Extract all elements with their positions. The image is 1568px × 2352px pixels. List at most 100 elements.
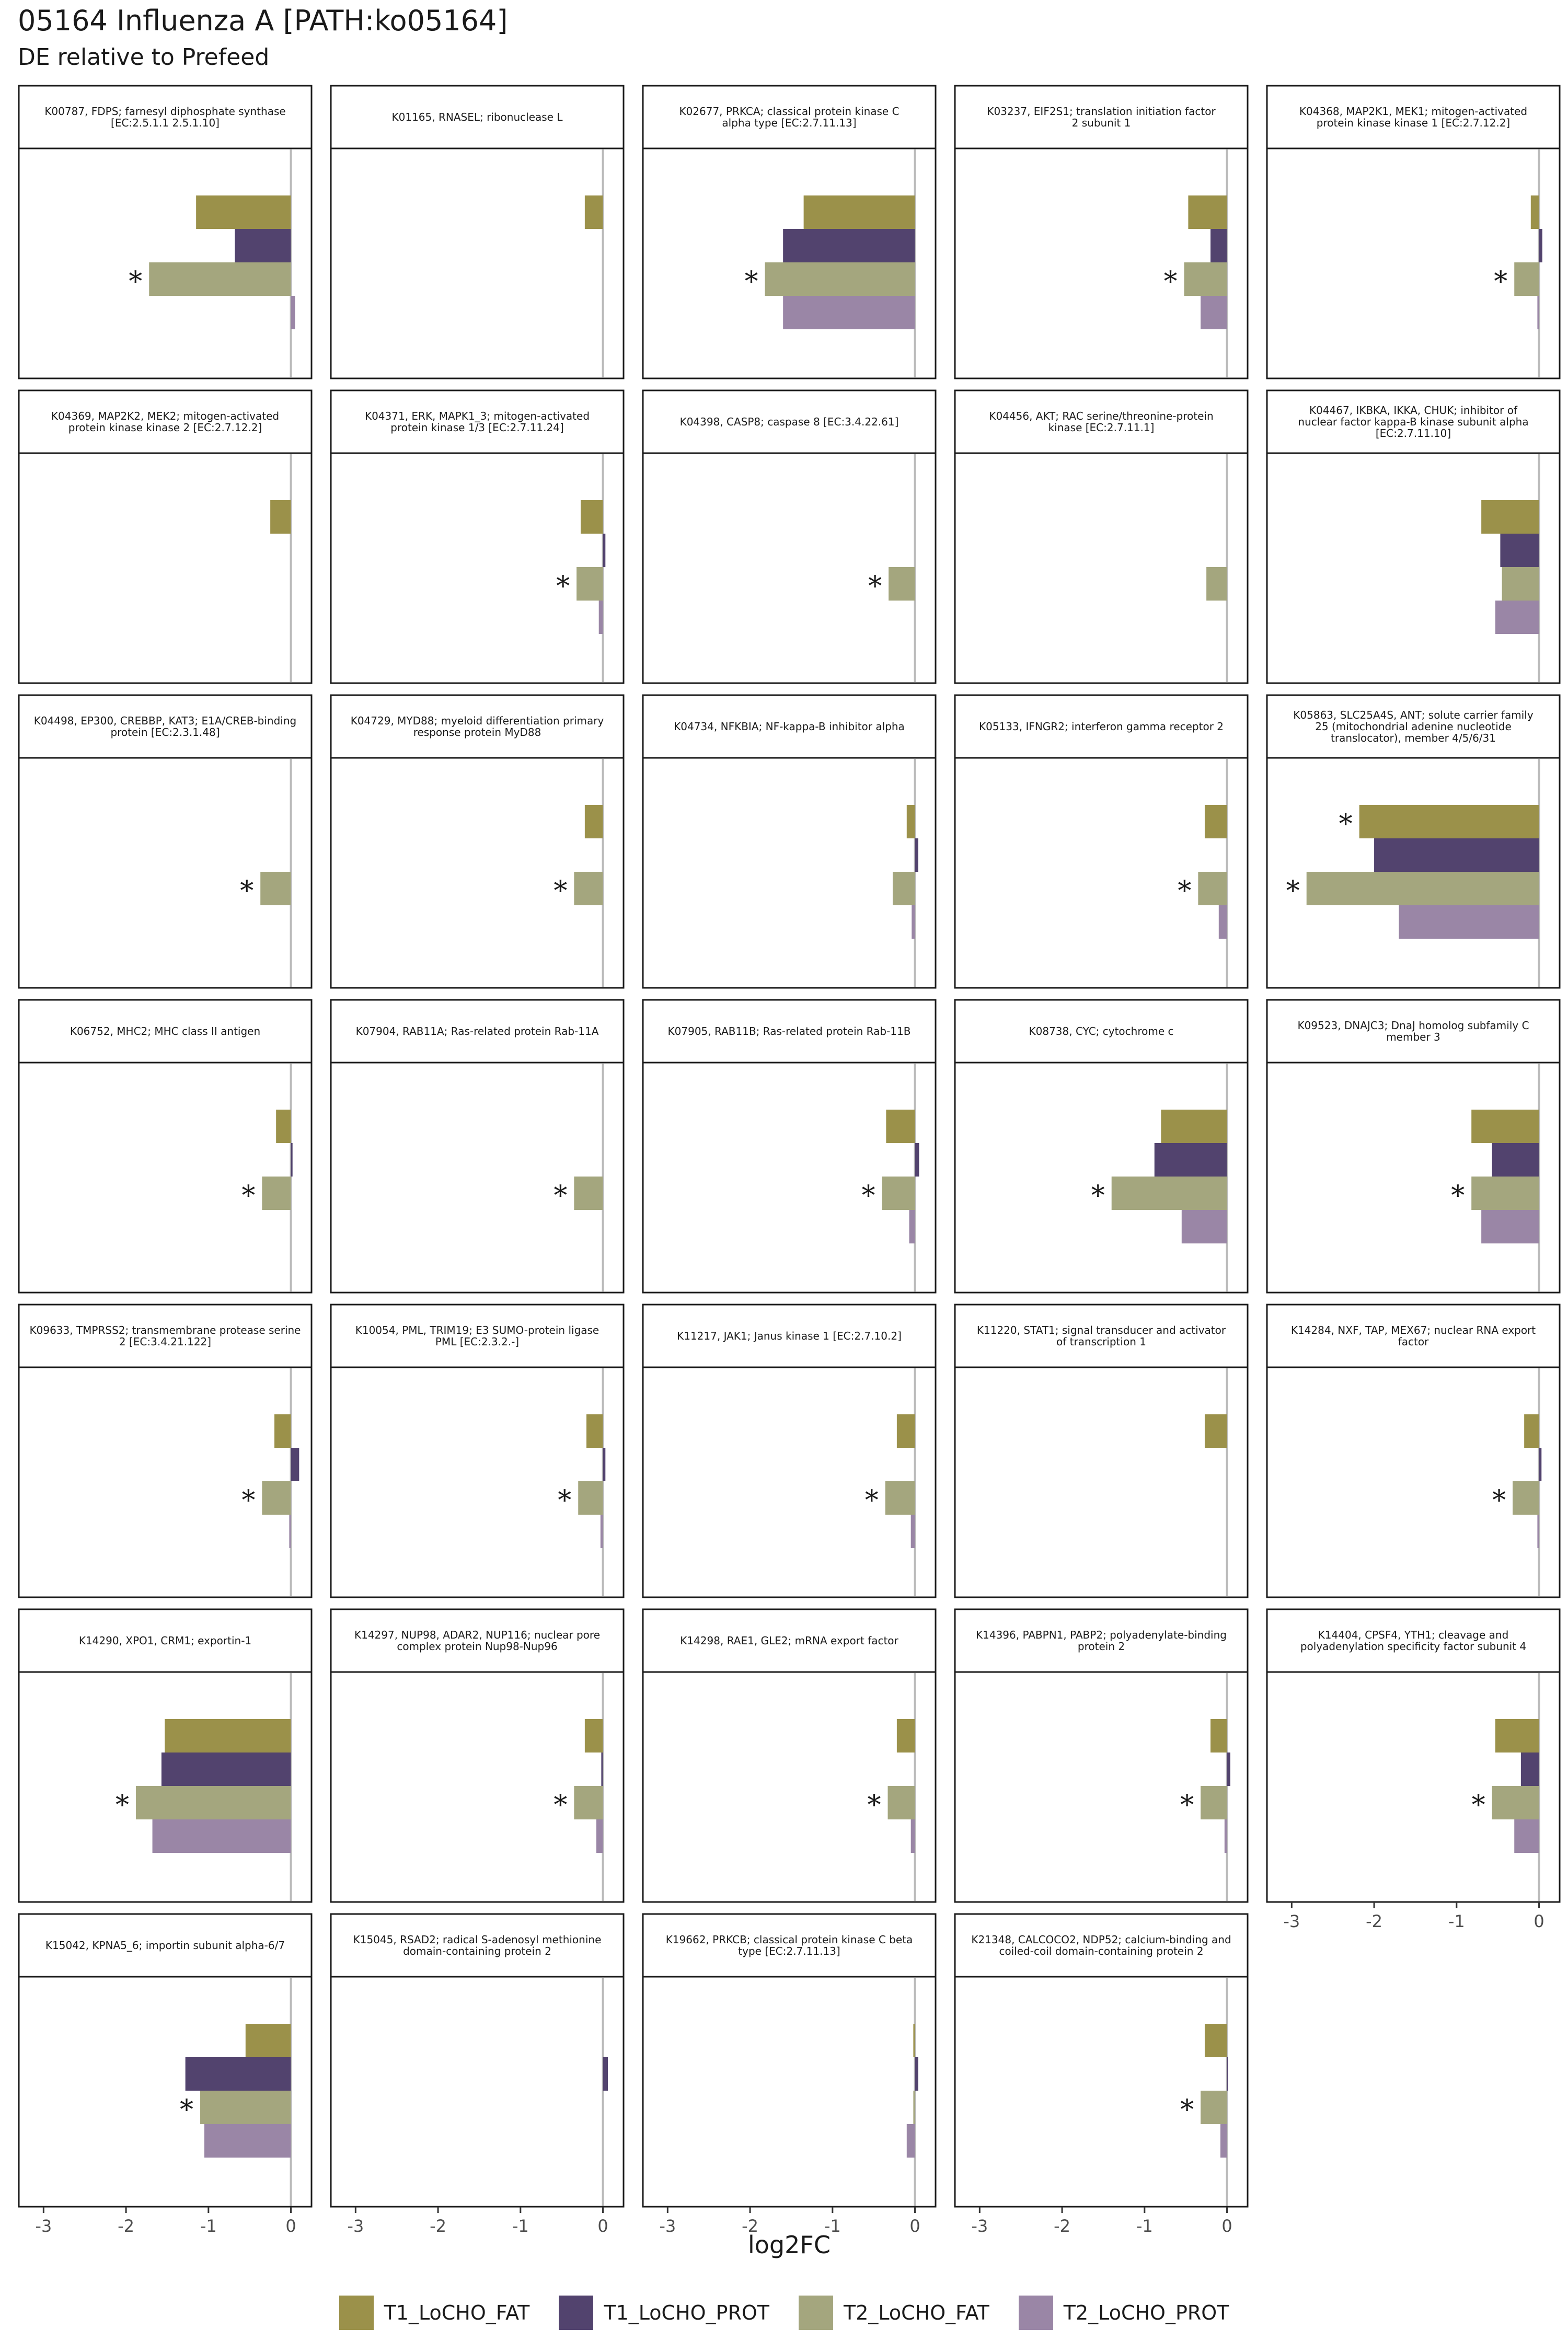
facet-label: K14298, RAE1, GLE2; mRNA export factor — [680, 1634, 898, 1647]
facet-panel: K14396, PABPN1, PABP2; polyadenylate-bin… — [954, 1608, 1249, 1903]
bar-t1_locho_fat — [913, 2024, 915, 2057]
page-title: 05164 Influenza A [PATH:ko05164] — [18, 4, 508, 37]
bar-t1_locho_prot — [603, 534, 606, 567]
significance-marker: * — [1180, 1790, 1194, 1821]
bar-t2_locho_prot — [912, 905, 915, 939]
facet-label-line: K02677, PRKCA; classical protein kinase … — [679, 105, 899, 118]
facet-header — [18, 999, 313, 1064]
facet-label: K00787, FDPS; farnesyl diphosphate synth… — [44, 105, 285, 129]
facet-label: K04398, CASP8; caspase 8 [EC:3.4.22.61] — [680, 416, 899, 428]
bar-t1_locho_fat — [1204, 2024, 1227, 2057]
x-axis-title: log2FC — [748, 2231, 831, 2259]
x-tick-label: -1 — [1448, 1911, 1465, 1931]
significance-marker: * — [1339, 809, 1353, 840]
bar-t1_locho_fat — [896, 1719, 915, 1753]
facet-label-line: protein kinase 1/3 [EC:2.7.11.24] — [390, 421, 564, 434]
x-tick-label: -3 — [347, 2216, 364, 2236]
facet-label-line: K09633, TMPRSS2; transmembrane protease … — [30, 1324, 301, 1336]
facet-panel: K15045, RSAD2; radical S-adenosyl methio… — [330, 1913, 625, 2236]
facet-label-line: K10054, PML, TRIM19; E3 SUMO-protein lig… — [355, 1324, 599, 1336]
bar-t1_locho_fat — [1524, 1414, 1539, 1448]
facet-panel: K07904, RAB11A; Ras-related protein Rab-… — [330, 999, 625, 1294]
facet-header — [642, 999, 937, 1064]
legend-swatch — [339, 2296, 374, 2330]
facet-label-line: K15045, RSAD2; radical S-adenosyl methio… — [353, 1933, 602, 1946]
significance-marker: * — [1472, 1790, 1485, 1821]
bar-t1_locho_fat — [1481, 500, 1539, 534]
x-tick-label: -3 — [659, 2216, 676, 2236]
bar-t1_locho_fat — [886, 1110, 915, 1143]
facet-label-line: protein kinase kinase 2 [EC:2.7.12.2] — [68, 421, 262, 434]
bar-t2_locho_fat — [1206, 567, 1227, 601]
facet-label-line: K14298, RAE1, GLE2; mRNA export factor — [680, 1634, 898, 1647]
bar-t2_locho_fat — [149, 262, 291, 296]
facet-panel: K02677, PRKCA; classical protein kinase … — [642, 85, 937, 379]
facet-label-line: K14396, PABPN1, PABP2; polyadenylate-bin… — [976, 1629, 1227, 1641]
facet-panel: K00787, FDPS; farnesyl diphosphate synth… — [18, 85, 313, 379]
facet-header — [18, 694, 313, 759]
facet-panel: K14297, NUP98, ADAR2, NUP116; nuclear po… — [330, 1608, 625, 1903]
bar-t2_locho_prot — [1399, 905, 1539, 939]
facet-panel: K06752, MHC2; MHC class II antigen * — [18, 999, 313, 1294]
bar-t2_locho_prot — [1220, 2124, 1227, 2158]
bar-t1_locho_fat — [1495, 1719, 1539, 1753]
facet-header — [954, 1608, 1249, 1673]
facet-label: K15045, RSAD2; radical S-adenosyl methio… — [353, 1933, 602, 1957]
bar-t1_locho_prot — [1492, 1143, 1539, 1177]
facet-label: K04734, NFKBIA; NF-kappa-B inhibitor alp… — [674, 720, 905, 733]
bar-t2_locho_fat — [1198, 872, 1227, 905]
facet-label-line: K07905, RAB11B; Ras-related protein Rab-… — [668, 1025, 911, 1037]
significance-marker: * — [240, 875, 253, 907]
bar-t1_locho_prot — [915, 2057, 918, 2091]
significance-marker: * — [1091, 1180, 1105, 1212]
bar-t1_locho_fat — [276, 1110, 291, 1143]
facet-label: K11217, JAK1; Janus kinase 1 [EC:2.7.10.… — [677, 1330, 902, 1342]
bar-t2_locho_fat — [882, 1177, 915, 1210]
bar-t2_locho_fat — [887, 1786, 915, 1819]
facet-header — [954, 389, 1249, 454]
bar-t1_locho_prot — [603, 1448, 606, 1481]
facet-label-line: protein [EC:2.3.1.48] — [110, 726, 220, 739]
page-subtitle: DE relative to Prefeed — [18, 44, 270, 71]
bar-t2_locho_prot — [289, 1515, 291, 1548]
significance-marker: * — [129, 266, 142, 297]
bar-t2_locho_fat — [1306, 872, 1539, 905]
facet-label: K07904, RAB11A; Ras-related protein Rab-… — [356, 1025, 599, 1037]
bar-t1_locho_fat — [165, 1719, 291, 1753]
bar-t2_locho_prot — [910, 1819, 915, 1853]
bar-t2_locho_fat — [1471, 1177, 1539, 1210]
bar-t2_locho_prot — [1514, 1819, 1539, 1853]
facet-panel: K11217, JAK1; Janus kinase 1 [EC:2.7.10.… — [642, 1304, 937, 1598]
facet-header — [954, 999, 1249, 1064]
significance-marker: * — [1180, 2094, 1194, 2126]
facet-panel: K07905, RAB11B; Ras-related protein Rab-… — [642, 999, 937, 1294]
bar-t2_locho_fat — [1111, 1177, 1227, 1210]
facet-label: K21348, CALCOCO2, NDP52; calcium-binding… — [971, 1933, 1231, 1957]
x-tick-label: -3 — [1283, 1911, 1300, 1931]
facet-label: K14297, NUP98, ADAR2, NUP116; nuclear po… — [354, 1629, 600, 1653]
x-tick-label: -2 — [1366, 1911, 1382, 1931]
bar-t1_locho_fat — [245, 2024, 291, 2057]
facet-header — [1266, 1304, 1561, 1368]
facet-label-line: coiled-coil domain-containing protein 2 — [999, 1945, 1203, 1957]
bar-t1_locho_fat — [803, 195, 915, 229]
facet-body — [642, 757, 937, 989]
bar-t1_locho_prot — [291, 1143, 293, 1177]
facet-panel: K04498, EP300, CREBBP, KAT3; E1A/CREB-bi… — [18, 694, 313, 989]
legend-item-t1-fat: T1_LoCHO_FAT — [339, 2296, 529, 2330]
bar-t2_locho_fat — [574, 872, 603, 905]
facet-label: K07905, RAB11B; Ras-related protein Rab-… — [668, 1025, 911, 1037]
facet-label-line: response protein MyD88 — [413, 726, 541, 739]
facet-label-line: member 3 — [1386, 1031, 1440, 1043]
bar-t2_locho_fat — [260, 872, 291, 905]
facet-panel: K04398, CASP8; caspase 8 [EC:3.4.22.61]* — [642, 389, 937, 684]
facet-label: K05133, IFNGR2; interferon gamma recepto… — [979, 720, 1224, 733]
significance-marker: * — [241, 1180, 255, 1212]
legend-item-t1-prot: T1_LoCHO_PROT — [559, 2296, 769, 2330]
x-tick-label: -1 — [824, 2216, 841, 2236]
facet-header — [1266, 999, 1561, 1064]
facet-label: K06752, MHC2; MHC class II antigen — [70, 1025, 260, 1037]
facet-label-line: K11217, JAK1; Janus kinase 1 [EC:2.7.10.… — [677, 1330, 902, 1342]
